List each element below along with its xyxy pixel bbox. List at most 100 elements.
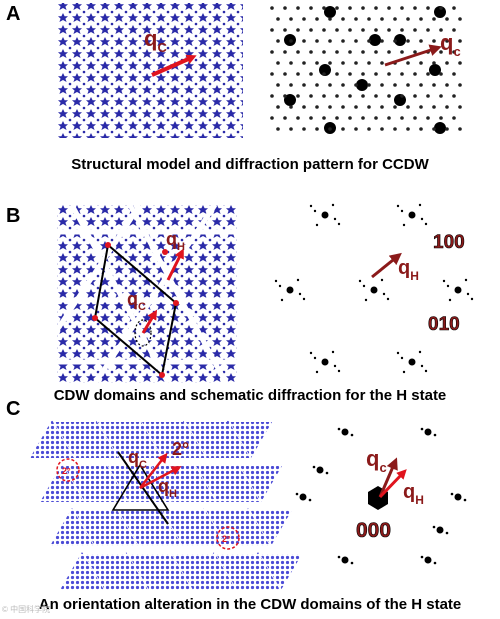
- satellite-spot: [393, 83, 397, 87]
- satellite-spot: [322, 116, 326, 120]
- satellite-spot: [315, 17, 319, 21]
- satellite-spot: [400, 94, 404, 98]
- satellite-spot: [406, 105, 410, 109]
- satellite-spot: [278, 284, 282, 288]
- satellite-spot: [402, 370, 406, 374]
- satellite-spot: [406, 17, 410, 21]
- satellite-spot: [337, 555, 341, 559]
- satellite-spot: [439, 6, 443, 10]
- panel-c: 2° 2° qC 2° qH qc qH 000: [30, 420, 467, 590]
- satellite-spot: [400, 50, 404, 54]
- domain-triangle: [162, 510, 204, 546]
- qh-arrow-pattern: [371, 252, 402, 279]
- satellite-spot: [458, 39, 462, 43]
- satellite-spot: [458, 61, 462, 65]
- satellite-spot: [328, 83, 332, 87]
- satellite-spot: [418, 203, 422, 207]
- satellite-spot: [315, 39, 319, 43]
- domain-triangle: [240, 466, 282, 502]
- domain-triangle: [236, 552, 280, 590]
- satellite-spot: [296, 116, 300, 120]
- satellite-spot: [276, 83, 280, 87]
- satellite-spot: [387, 50, 391, 54]
- satellite-spot: [386, 297, 390, 301]
- satellite-spot: [302, 127, 306, 131]
- qc-label-model: qC: [144, 26, 167, 55]
- satellite-spot: [367, 39, 371, 43]
- satellite-spot: [432, 17, 436, 21]
- satellite-spot: [313, 209, 317, 213]
- qh-arrow-model-c: [139, 466, 182, 490]
- qh-label-pattern: qH: [398, 257, 419, 283]
- svg-text:2°: 2°: [222, 534, 231, 544]
- domain-triangle: [30, 420, 74, 458]
- satellite-spot: [361, 28, 365, 32]
- satellite-spot: [452, 28, 456, 32]
- satellite-spot: [400, 116, 404, 120]
- satellite-spot: [315, 370, 319, 374]
- satellite-spot: [348, 50, 352, 54]
- satellite-spot: [348, 6, 352, 10]
- satellite-spot: [413, 50, 417, 54]
- domain-triangle: [64, 466, 106, 502]
- satellite-spot: [445, 83, 449, 87]
- satellite-spot: [298, 292, 302, 296]
- satellite-spot: [400, 72, 404, 76]
- domain-triangle: [60, 552, 104, 590]
- satellite-spot: [270, 28, 274, 32]
- satellite-spot: [276, 17, 280, 21]
- domain-walls: [54, 203, 237, 385]
- satellite-spot: [312, 465, 316, 469]
- satellite-spot: [341, 83, 345, 87]
- satellite-spot: [322, 6, 326, 10]
- domain-triangle: [84, 554, 126, 590]
- domain-triangle: [206, 420, 250, 458]
- bragg-spot: [321, 211, 329, 219]
- satellite-spot: [270, 50, 274, 54]
- domain-triangle: [216, 464, 260, 502]
- qc-arrow-model-b: [141, 309, 158, 334]
- satellite-spot: [432, 105, 436, 109]
- satellite-spot: [413, 116, 417, 120]
- satellite-spot: [309, 94, 313, 98]
- satellite-spot: [419, 61, 423, 65]
- satellite-spot: [302, 39, 306, 43]
- satellite-spot: [458, 17, 462, 21]
- bragg-spot: [284, 94, 296, 106]
- satellite-spot: [328, 105, 332, 109]
- satellite-spot: [296, 50, 300, 54]
- satellite-spot: [270, 72, 274, 76]
- satellite-spot: [367, 127, 371, 131]
- bragg-spot: [434, 6, 446, 18]
- satellite-spot: [413, 6, 417, 10]
- domain-triangle: [182, 508, 226, 546]
- qh-label-model-c: qH: [158, 476, 177, 500]
- satellite-spot: [402, 223, 406, 227]
- satellite-spot: [283, 6, 287, 10]
- h-state-diffraction-pattern: [274, 203, 474, 374]
- satellite-spot: [420, 364, 424, 368]
- domain-triangle: [186, 422, 228, 458]
- satellite-spot: [420, 217, 424, 221]
- satellite-spot: [328, 17, 332, 21]
- satellite-spot: [419, 127, 423, 131]
- satellite-spot: [289, 127, 293, 131]
- domain-triangle: [172, 464, 216, 502]
- bragg-spot: [341, 428, 349, 436]
- satellite-spot: [367, 17, 371, 21]
- satellite-spot: [348, 72, 352, 76]
- satellite-spot: [289, 105, 293, 109]
- satellite-spot: [335, 116, 339, 120]
- satellite-spot: [341, 105, 345, 109]
- caption-panel-b: CDW domains and schematic diffraction fo…: [53, 387, 447, 404]
- satellite-spot: [283, 116, 287, 120]
- satellite-spot: [337, 427, 341, 431]
- domain-triangle: [40, 464, 84, 502]
- satellite-spot: [302, 105, 306, 109]
- satellite-spot: [361, 6, 365, 10]
- bragg-spot: [356, 79, 368, 91]
- satellite-spot: [380, 105, 384, 109]
- satellite-spot: [331, 203, 335, 207]
- qc-label-model-c: qC: [128, 447, 147, 471]
- satellite-spot: [309, 351, 313, 355]
